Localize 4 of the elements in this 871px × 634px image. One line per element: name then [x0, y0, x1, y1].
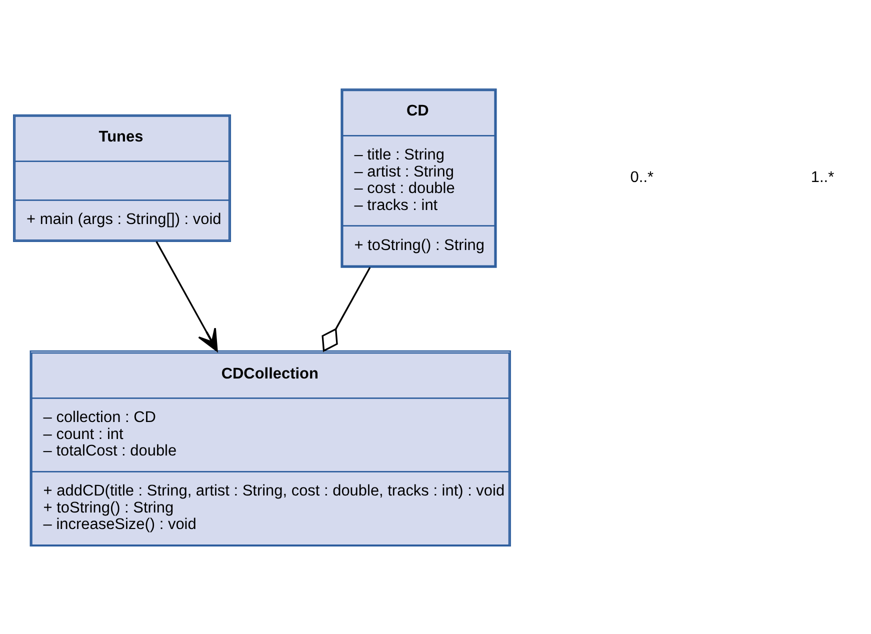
label: 1..*	[810, 168, 834, 186]
arrow	[156, 240, 218, 352]
label: 0..*	[630, 168, 654, 186]
connector	[322, 266, 371, 352]
